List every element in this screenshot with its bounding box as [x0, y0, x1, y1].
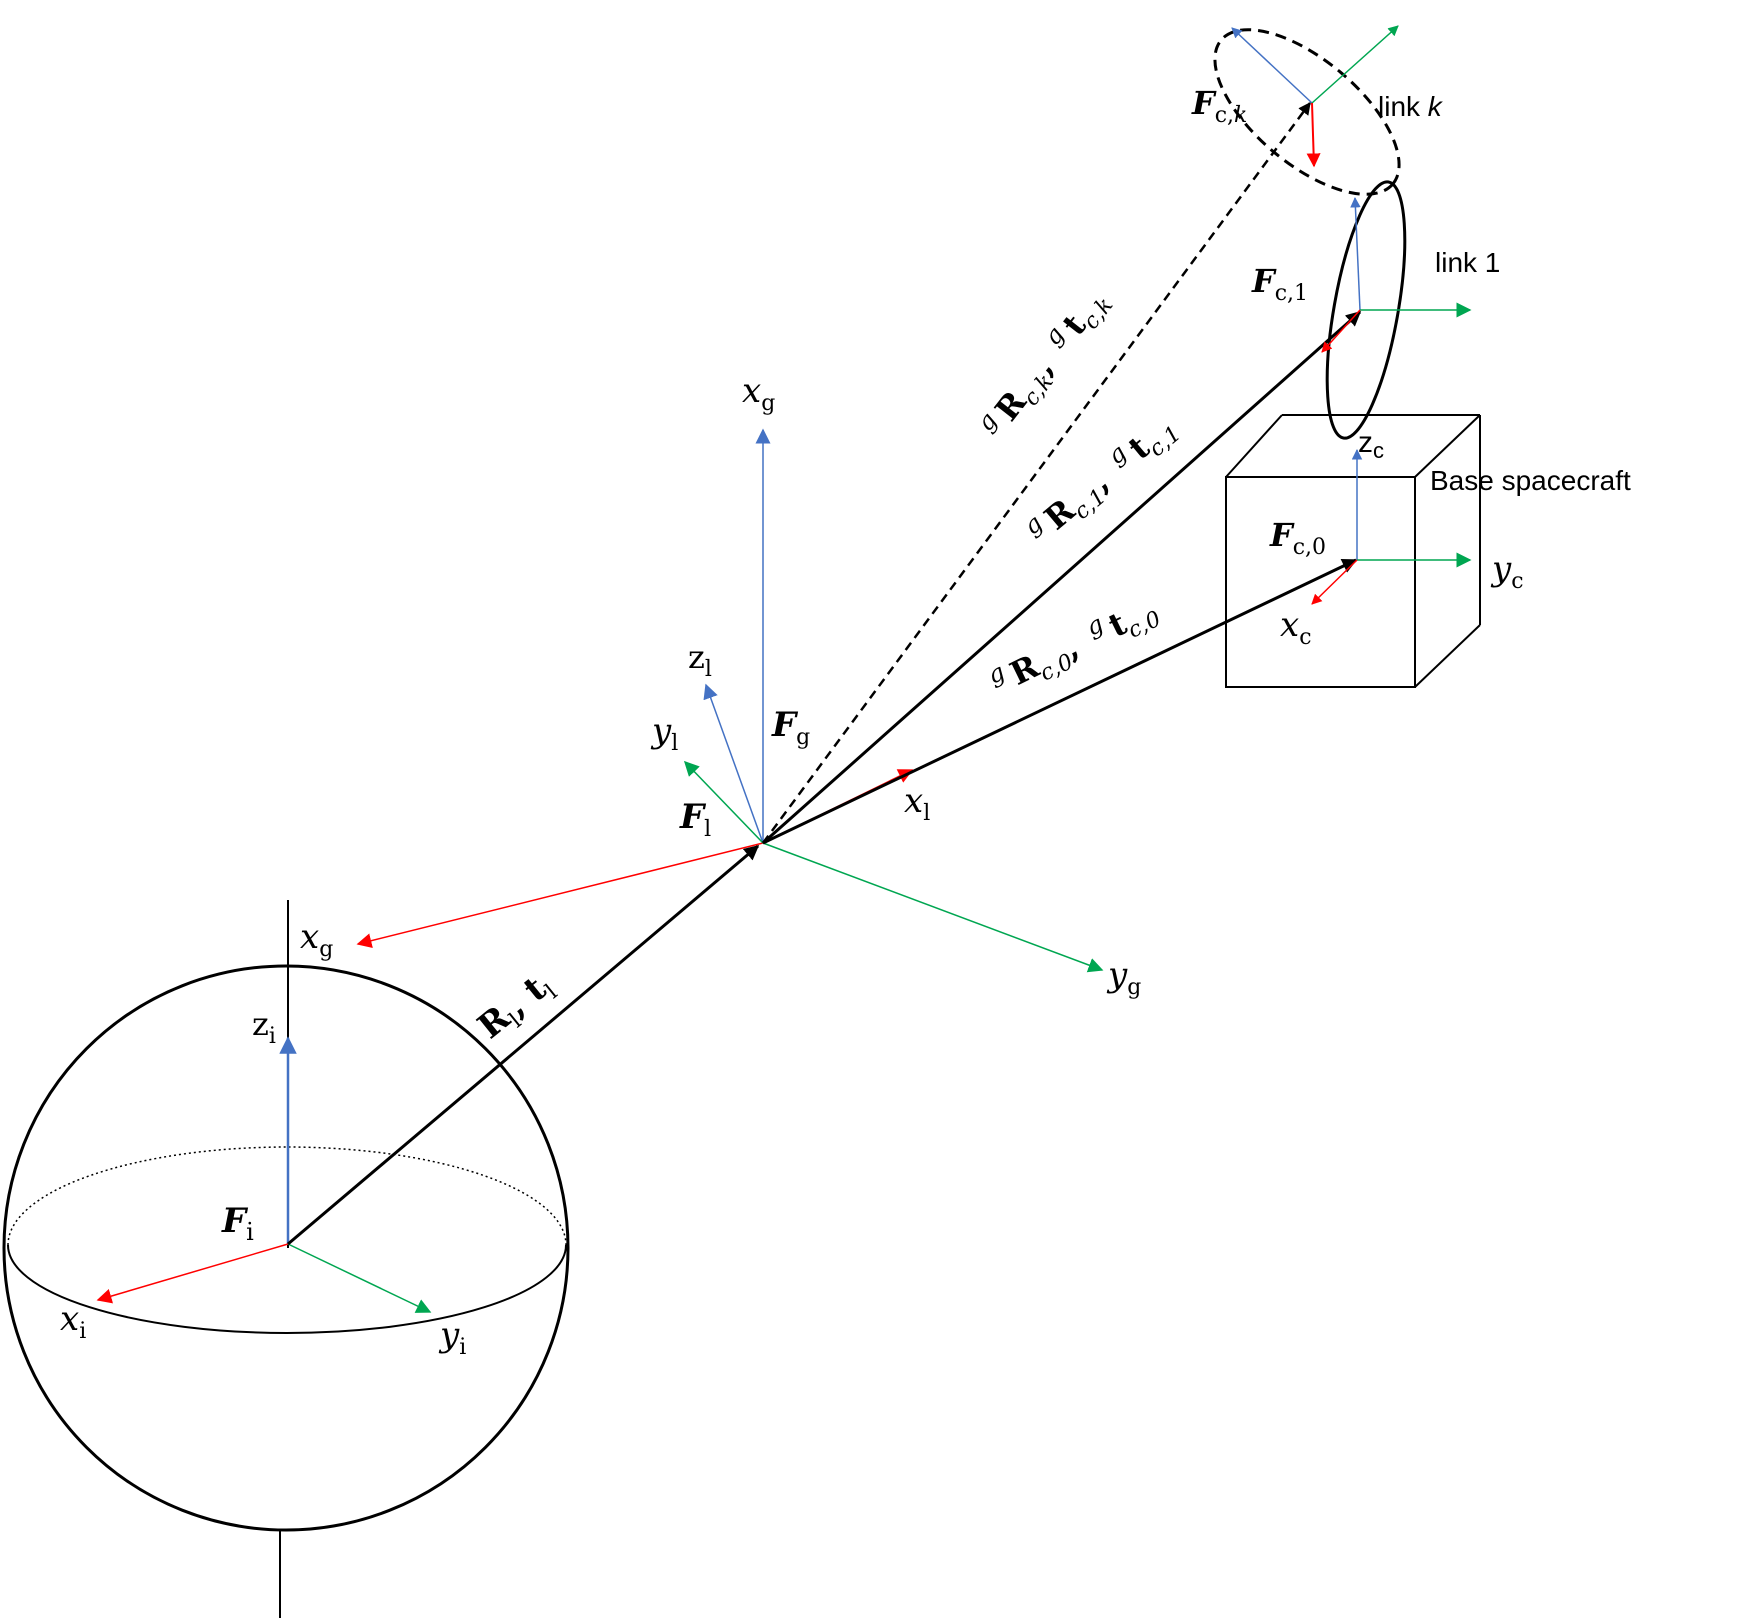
inertial-y-label: yi: [438, 1315, 466, 1360]
link-1-frame-label: Fc,1: [1251, 262, 1308, 306]
base-x-axis: [1311, 559, 1358, 605]
inertial-z-label: zi: [252, 1005, 276, 1049]
link-k-frame-label: Fc,k: [1191, 84, 1247, 128]
base-spacecraft-box: [1225, 414, 1481, 688]
gripper-x-label: xg: [300, 917, 333, 962]
vector-gripper-to-base: [762, 558, 1358, 845]
link-k-label: link k: [1378, 91, 1444, 122]
vector-gripper-to-link-k: [761, 101, 1312, 844]
planet-sphere: [2, 964, 570, 1532]
link-k-y-axis: [1311, 25, 1399, 104]
link-k-x-axis: [1306, 102, 1321, 168]
link-1-label: link 1: [1435, 247, 1500, 278]
landing-frame-label: Fl: [679, 797, 711, 842]
inertial-x-axis: [96, 1243, 289, 1304]
landing-frame: [683, 683, 914, 844]
transform-inertial-to-landing-label: Rl, tl: [470, 964, 562, 1050]
transform-link-1-label: gRc,1, gtc,1: [1018, 404, 1186, 556]
base-z-label: zc: [1358, 426, 1384, 463]
inertial-x-label: xi: [60, 1299, 86, 1344]
base-frame: [1311, 448, 1472, 605]
gripper-x-top-label: xg: [742, 371, 775, 416]
landing-z-label: zl: [688, 638, 712, 682]
link-1-frame: [1321, 196, 1472, 353]
inertial-y-axis: [287, 1243, 432, 1313]
landing-x-label: xl: [904, 781, 930, 826]
box-top-left-edge: [1225, 414, 1283, 478]
vector-gripper-to-link-1: [762, 310, 1362, 845]
link-1-x-axis: [1321, 309, 1361, 353]
link-1-ellipse: [1325, 180, 1407, 440]
inertial-frame-label: Fi: [221, 1201, 254, 1246]
gripper-y-label: yg: [1106, 955, 1141, 1000]
gripper-frame: [356, 428, 1104, 973]
landing-y-axis: [683, 760, 764, 844]
gripper-frame-label: Fg: [771, 705, 810, 750]
base-frame-label: Fc,0: [1269, 516, 1326, 560]
gripper-x-axis: [356, 842, 764, 949]
link-k-z-axis: [1231, 27, 1313, 104]
landing-y-label: yl: [650, 711, 678, 756]
link-1-z-axis: [1350, 196, 1361, 311]
base-x-label: xc: [1280, 605, 1312, 650]
transform-link-k-label: gRc,k, gtc,k: [971, 279, 1118, 449]
base-y-label: yc: [1490, 549, 1524, 594]
base-spacecraft-label: Base spacecraft: [1430, 465, 1631, 496]
inertial-frame: [96, 1036, 432, 1313]
box-front-face: [1225, 476, 1416, 688]
gripper-y-axis: [762, 842, 1104, 973]
vector-inertial-to-landing: [287, 844, 760, 1246]
box-bottom-right-edge: [1414, 624, 1481, 688]
landing-z-axis: [703, 683, 764, 844]
box-top-right-edge: [1414, 414, 1481, 478]
planet-equator-front: [7, 1244, 567, 1334]
transform-base-label: gRc,0, gtc,0: [983, 586, 1165, 708]
link-k-frame: [1231, 25, 1399, 168]
